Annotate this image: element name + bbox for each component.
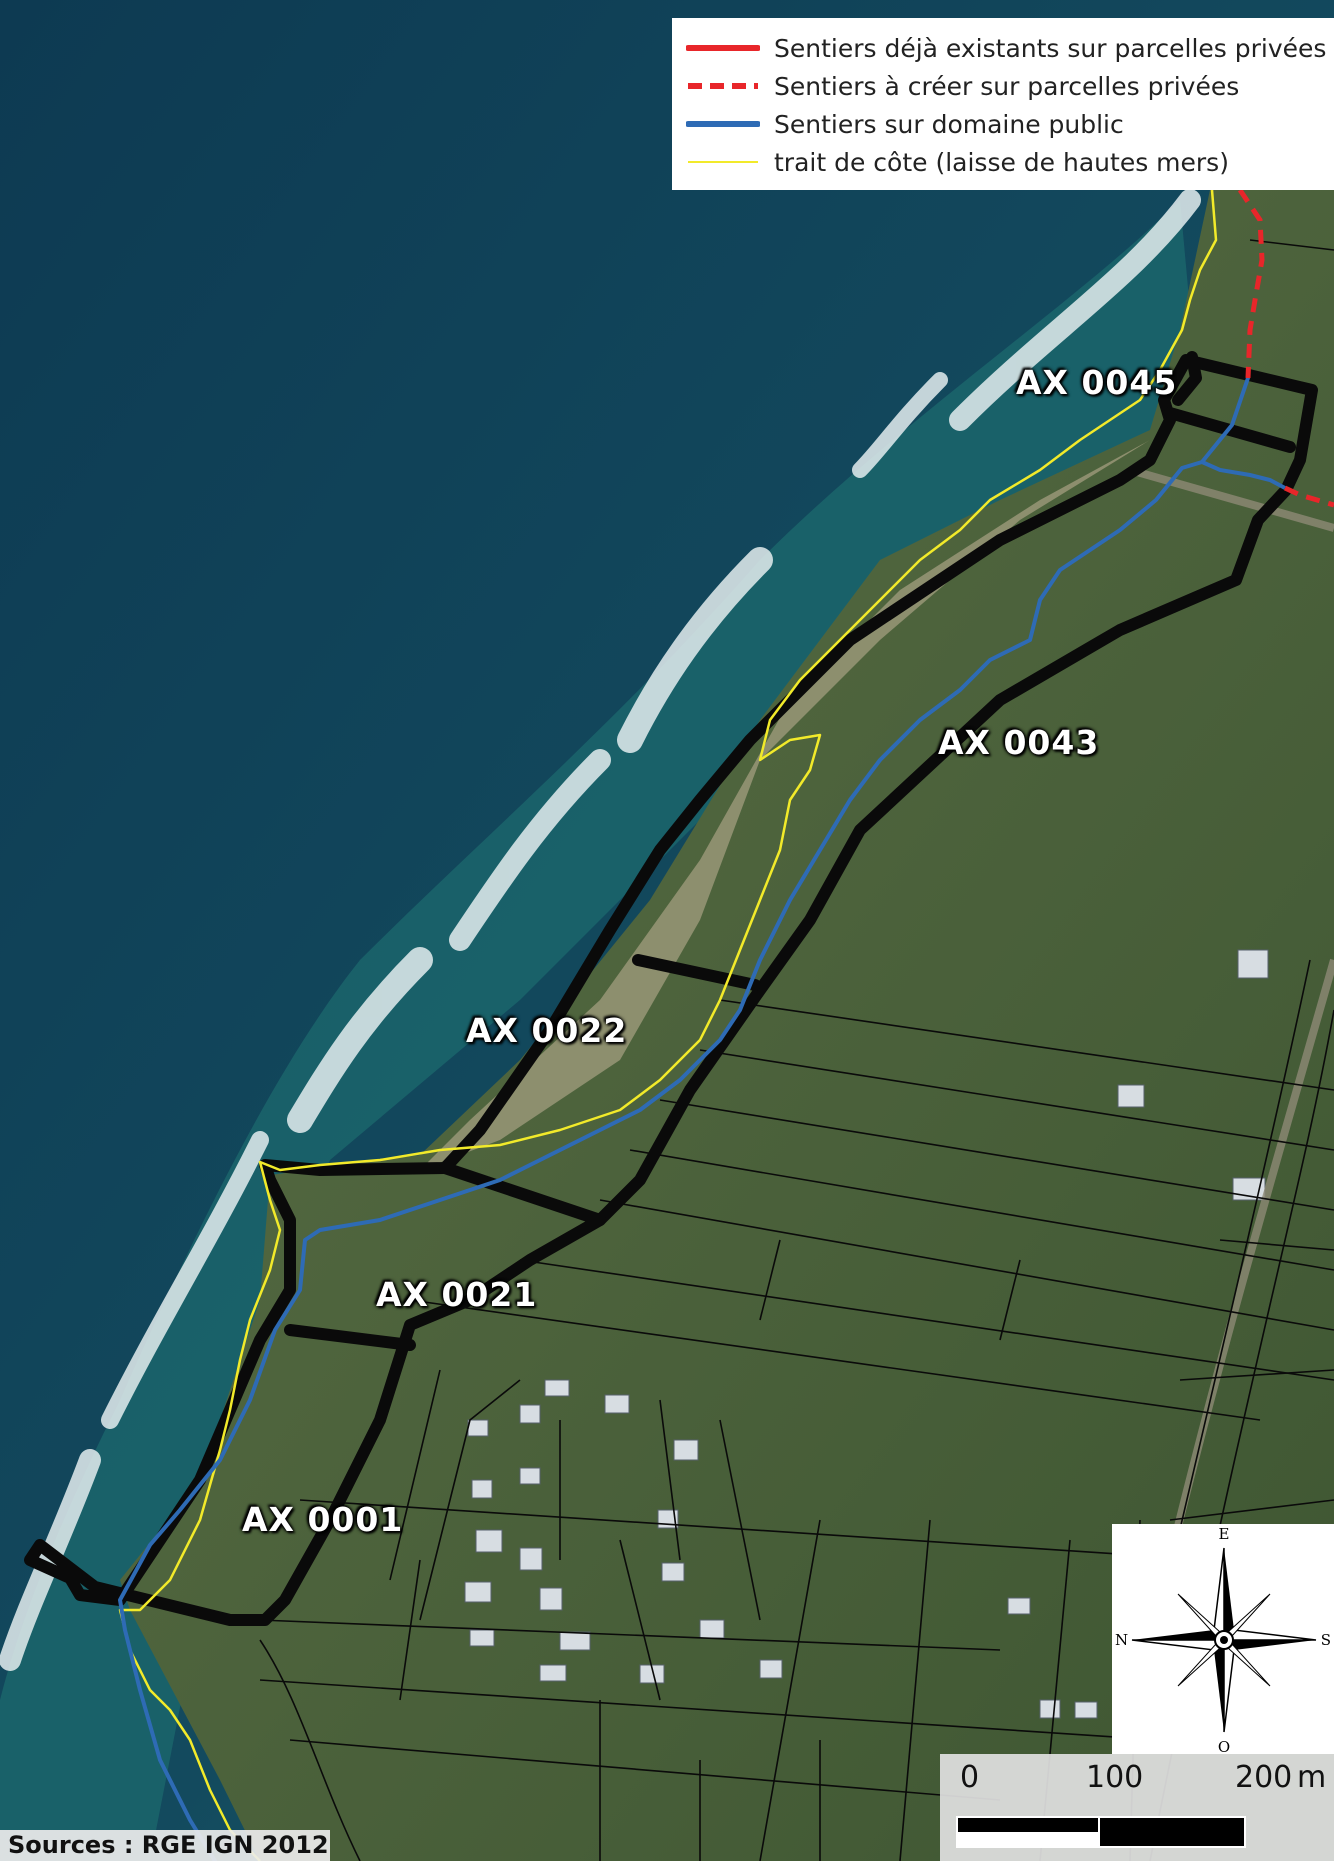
compass-star-icon: E N S O bbox=[1115, 1525, 1331, 1756]
parcel-label-ax0021: AX 0021 bbox=[376, 1275, 538, 1314]
trail-public-branch bbox=[1201, 460, 1286, 490]
parcel-label-ax0045: AX 0045 bbox=[1016, 363, 1178, 402]
cadastral-lines bbox=[259, 239, 1334, 1861]
legend-item-coastline: trait de côte (laisse de hautes mers) bbox=[686, 144, 1229, 180]
legend-symbol-red-solid bbox=[686, 45, 760, 51]
parcel-label-ax0001: AX 0001 bbox=[242, 1500, 404, 1539]
compass-left-label: N bbox=[1115, 1631, 1128, 1649]
sources-text: Sources : RGE IGN 2012 bbox=[8, 1831, 329, 1859]
compass-rose: E N S O bbox=[1112, 1524, 1334, 1756]
compass-top-label: E bbox=[1219, 1525, 1230, 1543]
trail-private-to-create bbox=[1237, 188, 1265, 379]
legend-label: Sentiers à créer sur parcelles privées bbox=[774, 71, 1240, 101]
map-legend: Sentiers déjà existants sur parcelles pr… bbox=[672, 18, 1334, 190]
legend-item-public-domain: Sentiers sur domaine public bbox=[686, 106, 1124, 142]
scale-tick-100: 100 bbox=[1086, 1760, 1144, 1795]
scale-tick-200: 200 bbox=[1235, 1760, 1293, 1795]
scale-bar: 0 100 200 m bbox=[940, 1754, 1334, 1861]
sources-credit: Sources : RGE IGN 2012 bbox=[0, 1830, 330, 1861]
parcel-label-ax0043: AX 0043 bbox=[938, 723, 1100, 762]
trail-private-to-create-east bbox=[1283, 485, 1334, 508]
legend-label: Sentiers sur domaine public bbox=[774, 109, 1124, 139]
land-area bbox=[120, 190, 1334, 1861]
legend-label: trait de côte (laisse de hautes mers) bbox=[774, 147, 1229, 177]
scale-unit: m bbox=[1297, 1760, 1327, 1795]
parcel-label-ax0022: AX 0022 bbox=[466, 1011, 628, 1050]
legend-symbol-yellow-thin bbox=[688, 161, 758, 163]
roads bbox=[1128, 466, 1334, 1601]
legend-symbol-red-dashed bbox=[688, 83, 758, 89]
compass-right-label: S bbox=[1321, 1631, 1331, 1649]
trail-public-domain bbox=[118, 376, 1250, 1861]
legend-item-existing-private: Sentiers déjà existants sur parcelles pr… bbox=[686, 30, 1326, 66]
coastline bbox=[118, 189, 1218, 1861]
legend-symbol-blue-solid bbox=[686, 121, 760, 127]
compass-bottom-label: O bbox=[1218, 1738, 1230, 1754]
legend-label: Sentiers déjà existants sur parcelles pr… bbox=[774, 33, 1327, 63]
scale-tick-0: 0 bbox=[960, 1760, 980, 1795]
scale-bar-graphic bbox=[956, 1816, 1246, 1848]
parcel-boundaries bbox=[24, 351, 1318, 1626]
buildings bbox=[464, 949, 1269, 1719]
legend-item-to-create-private: Sentiers à créer sur parcelles privées bbox=[686, 68, 1239, 104]
